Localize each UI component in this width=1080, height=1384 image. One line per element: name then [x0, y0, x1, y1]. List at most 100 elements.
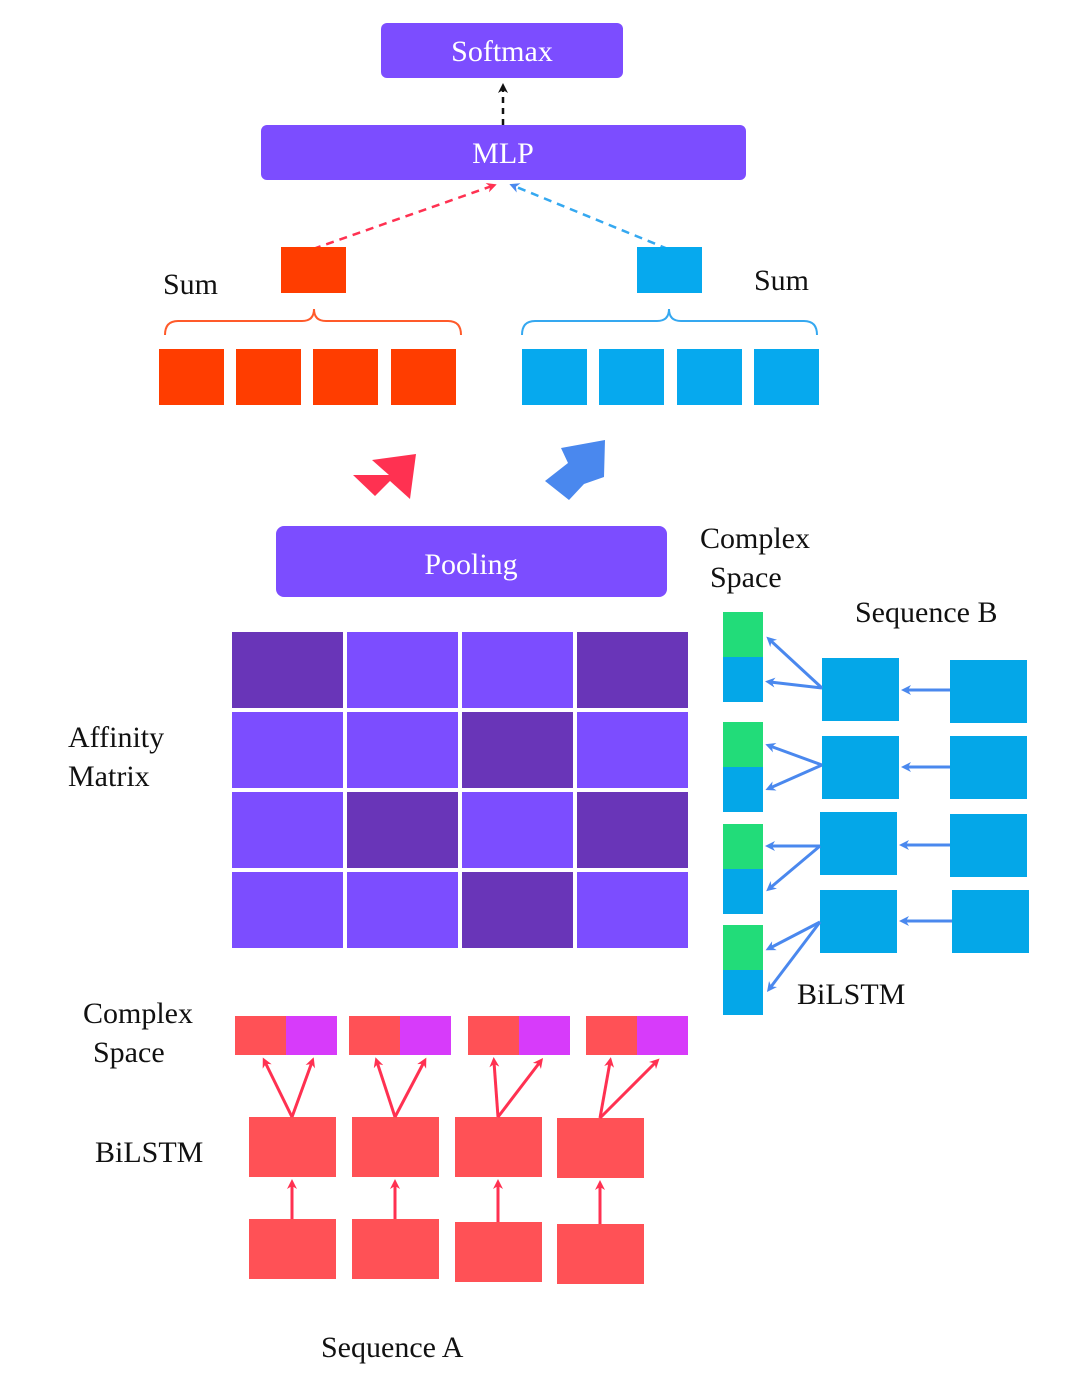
- sequence-b-label: Sequence B: [855, 596, 997, 629]
- mlp-box: [261, 125, 746, 180]
- bilstm-b-cell: [822, 736, 899, 799]
- sum-b-to-mlp-arrow: [509, 183, 669, 251]
- complex-b-imag: [723, 970, 763, 1015]
- bilstm-a-cell: [249, 1117, 336, 1177]
- input-b-cell: [950, 736, 1027, 799]
- affinity-label-line2: Matrix: [68, 760, 150, 793]
- complex-b-real: [723, 722, 763, 767]
- pooling-up-arrow-red: [353, 454, 416, 499]
- sum-a-to-mlp-arrow: [312, 182, 497, 251]
- pooled-b-cell: [754, 349, 819, 405]
- complex-b-real: [723, 824, 763, 869]
- complex-b-real: [723, 612, 763, 657]
- bilstm-to-complex-a-arrow: [489, 1057, 500, 1118]
- complex-b-imag: [723, 869, 763, 914]
- affinity-cell: [232, 632, 343, 708]
- mlp-label: MLP: [472, 137, 534, 170]
- sequence-b-row-2: [723, 722, 1027, 812]
- affinity-matrix: [232, 632, 688, 948]
- complex-space-a-label-line2: Space: [93, 1036, 165, 1069]
- sum-a-brace: [164, 308, 462, 336]
- sum-label-right: Sum: [754, 264, 809, 297]
- sequence-b-row-1: [723, 612, 1027, 723]
- pooled-a-cell: [159, 349, 224, 405]
- complex-a-real: [349, 1016, 400, 1055]
- complex-a-imag: [519, 1016, 570, 1055]
- affinity-cell: [347, 792, 458, 868]
- bilstm-b-label: BiLSTM: [797, 978, 905, 1011]
- bilstm-to-complex-a-arrow: [598, 1058, 660, 1120]
- bilstm-to-complex-b-arrow: [766, 844, 821, 892]
- bilstm-to-complex-a-arrow: [393, 1057, 427, 1118]
- softmax-label: Softmax: [451, 35, 553, 68]
- pooling-label: Pooling: [424, 548, 517, 581]
- sequence-b-row-3: [723, 812, 1027, 914]
- sum-a-vector: [281, 247, 346, 293]
- complex-a-imag: [286, 1016, 337, 1055]
- sum-b-brace: [521, 308, 818, 336]
- affinity-cell: [232, 712, 343, 788]
- bilstm-to-complex-a-arrow: [290, 1057, 315, 1118]
- pooling-up-arrow-blue: [545, 440, 605, 500]
- bilstm-b-cell: [820, 812, 897, 875]
- affinity-cell: [462, 792, 573, 868]
- bilstm-a-cell: [557, 1118, 644, 1178]
- sequence-a-label: Sequence A: [321, 1331, 464, 1364]
- pooled-b-cell: [599, 349, 664, 405]
- pooled-a-cell: [391, 349, 456, 405]
- complex-space-b-label-line2: Space: [710, 561, 782, 594]
- bilstm-a-cell: [352, 1117, 439, 1177]
- affinity-cell: [347, 872, 458, 948]
- input-a-cell: [455, 1222, 542, 1282]
- pooling-box: [276, 526, 667, 597]
- sequence-b-row-4: [723, 890, 1029, 1015]
- affinity-cell: [347, 712, 458, 788]
- input-b-cell: [952, 890, 1029, 953]
- affinity-cell: [232, 872, 343, 948]
- complex-space-b-label-line1: Complex: [700, 522, 810, 555]
- input-b-cell: [950, 660, 1027, 723]
- bilstm-to-complex-a-arrow: [373, 1057, 397, 1118]
- sequence-a-column-2: [349, 1016, 451, 1279]
- bilstm-b-cell: [820, 890, 897, 953]
- complex-a-real: [468, 1016, 519, 1055]
- bilstm-to-complex-b-arrow: [766, 921, 822, 992]
- sequence-a-column-1: [235, 1016, 337, 1279]
- bilstm-to-complex-a-arrow: [496, 1058, 544, 1118]
- pooled-b-cell: [522, 349, 587, 405]
- affinity-cell: [577, 712, 688, 788]
- complex-a-imag: [637, 1016, 688, 1055]
- complex-space-a-label-line1: Complex: [83, 997, 193, 1030]
- bilstm-to-complex-b-arrow: [765, 677, 823, 690]
- affinity-cell: [462, 712, 573, 788]
- bilstm-a-label: BiLSTM: [95, 1136, 203, 1169]
- pooled-a-cell: [313, 349, 378, 405]
- bilstm-to-complex-b-arrow: [766, 636, 824, 690]
- bilstm-to-complex-a-arrow: [598, 1057, 615, 1119]
- complex-b-imag: [723, 657, 763, 702]
- bilstm-to-complex-b-arrow: [765, 920, 821, 951]
- complex-b-real: [723, 925, 763, 970]
- sequence-a-column-3: [455, 1016, 570, 1282]
- pooled-b-cell: [677, 349, 742, 405]
- bilstm-to-complex-b-arrow: [765, 763, 823, 791]
- complex-a-imag: [400, 1016, 451, 1055]
- affinity-cell: [577, 792, 688, 868]
- input-a-cell: [249, 1219, 336, 1279]
- affinity-cell: [577, 632, 688, 708]
- affinity-label-line1: Affinity: [68, 721, 164, 754]
- softmax-box: [381, 23, 623, 78]
- bilstm-to-complex-b-arrow: [765, 743, 823, 767]
- input-a-cell: [557, 1224, 644, 1284]
- bilstm-b-cell: [822, 658, 899, 721]
- pooled-a-cell: [236, 349, 301, 405]
- sum-label-left: Sum: [163, 268, 218, 301]
- bilstm-to-complex-a-arrow: [262, 1057, 294, 1118]
- complex-a-real: [235, 1016, 286, 1055]
- affinity-cell: [577, 872, 688, 948]
- complex-b-imag: [723, 767, 763, 812]
- complex-a-real: [586, 1016, 637, 1055]
- sequence-a-column-4: [557, 1016, 688, 1284]
- affinity-cell: [232, 792, 343, 868]
